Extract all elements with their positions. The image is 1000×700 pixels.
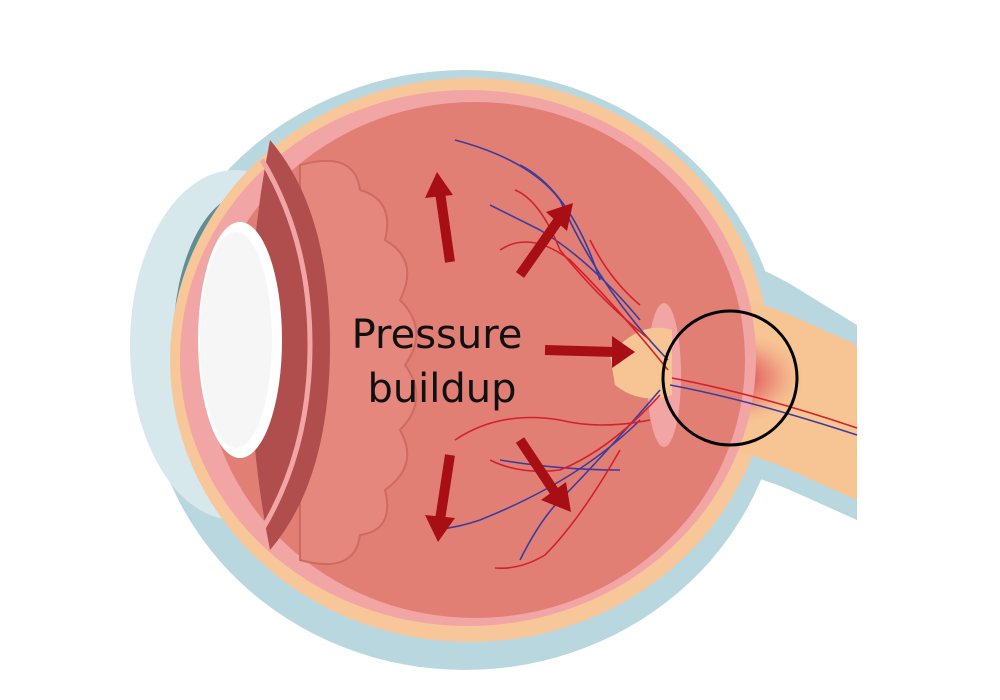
lens-highlight	[200, 232, 272, 448]
optic-nerve-highlight-circle	[661, 309, 799, 447]
pressure-arrows	[425, 172, 635, 542]
arrow-up-right	[515, 203, 573, 278]
arrow-right	[544, 336, 635, 368]
pressure-label-line2: buildup	[367, 366, 516, 412]
pressure-label-line1: Pressure	[352, 312, 523, 358]
retinal-arteries	[454, 189, 858, 570]
ciliary-body	[299, 159, 418, 566]
iris	[250, 140, 330, 550]
arrow-down-left	[425, 454, 455, 542]
iris-rim	[259, 158, 313, 532]
arrow-up-left	[425, 172, 455, 263]
arrow-down-right	[515, 437, 571, 512]
